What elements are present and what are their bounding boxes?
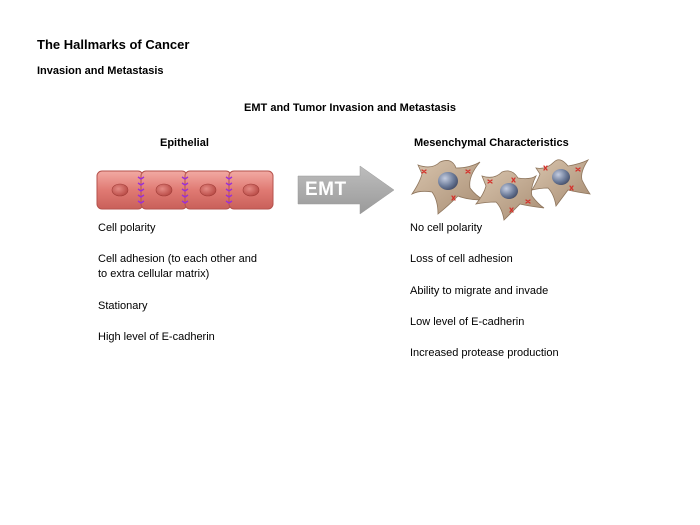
mesenchymal-characteristic: Loss of cell adhesion: [410, 253, 513, 265]
epithelial-nucleus: [242, 183, 260, 197]
mesenchymal-cells: [410, 158, 591, 221]
mesenchymal-nucleus: [438, 172, 458, 190]
page-title: The Hallmarks of Cancer: [37, 37, 190, 52]
mesenchymal-characteristic: Ability to migrate and invade: [410, 285, 549, 297]
junction-marks: [137, 176, 233, 204]
emt-arrow: [297, 165, 395, 215]
mesenchymal-characteristic: No cell polarity: [410, 222, 483, 234]
epithelial-characteristic: Stationary: [98, 300, 148, 312]
epithelial-characteristic: Cell adhesion (to each other and: [98, 253, 257, 265]
receptor-marks: [421, 165, 581, 213]
cell-junctions: [137, 176, 233, 204]
emt-label: EMT: [305, 179, 347, 200]
mesenchymal-heading: Mesenchymal Characteristics: [414, 137, 569, 149]
epithelial-characteristic: to extra cellular matrix): [98, 268, 210, 280]
page-subtitle: Invasion and Metastasis: [37, 65, 164, 77]
epithelial-nucleus: [155, 183, 173, 197]
epithelial-characteristic: High level of E-cadherin: [98, 331, 215, 343]
epithelial-heading: Epithelial: [160, 137, 209, 149]
epithelial-nucleus: [199, 183, 217, 197]
diagram-title: EMT and Tumor Invasion and Metastasis: [244, 102, 456, 114]
mesenchymal-characteristic: Low level of E-cadherin: [410, 316, 525, 328]
epithelial-characteristic: Cell polarity: [98, 222, 156, 234]
mesenchymal-characteristic: Increased protease production: [410, 347, 559, 359]
mesenchymal-nucleus: [552, 169, 570, 185]
epithelial-cells: [96, 170, 274, 210]
epithelial-nucleus: [111, 183, 129, 197]
mesenchymal-nucleus: [500, 183, 518, 199]
